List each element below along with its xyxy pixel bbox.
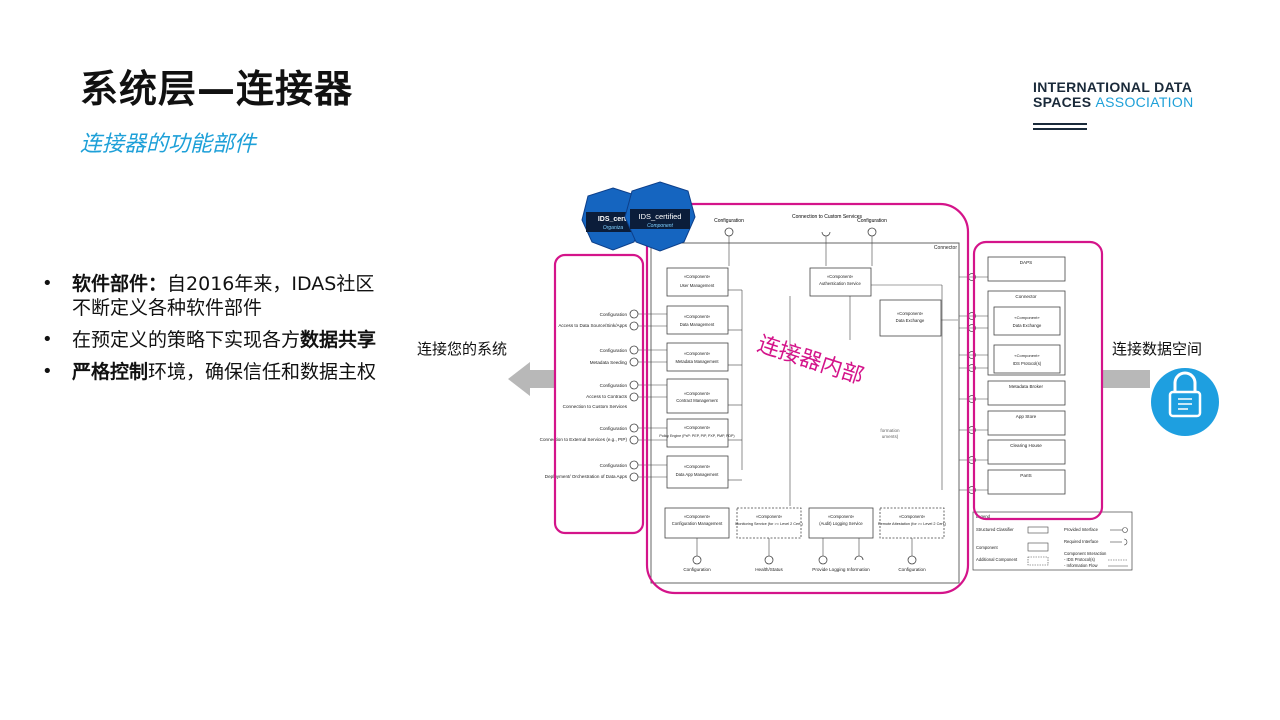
svg-text:«Component»: «Component»: [1014, 353, 1040, 358]
bullet-item: 软件部件：自2016年来，IDAS社区不断定义各种软件部件: [40, 272, 380, 320]
svg-text:- IDS Protocol(s): - IDS Protocol(s): [1064, 557, 1096, 562]
svg-text:«Component»: «Component»: [756, 514, 783, 519]
component-clearing-house: Clearing House: [1010, 443, 1042, 448]
svg-text:Metadata Seeding: Metadata Seeding: [590, 360, 628, 365]
svg-text:Connection to Custom Services: Connection to Custom Services: [563, 404, 628, 409]
svg-text:Structured Classifier: Structured Classifier: [976, 527, 1014, 532]
left-label: 连接您的系统: [417, 340, 508, 358]
svg-text:uments): uments): [882, 434, 899, 439]
svg-text:IDS_certi: IDS_certi: [598, 216, 628, 223]
component-metadata-management: Metadata Management: [675, 359, 719, 364]
right-label: 连接数据空间: [1112, 340, 1203, 358]
component-app-store: App Store: [1016, 414, 1037, 419]
component-data-exchange: Data Exchange: [896, 318, 925, 323]
svg-text:Configuration: Configuration: [600, 383, 628, 388]
svg-text:- Information Flow: - Information Flow: [1064, 563, 1098, 568]
highlight-system-interfaces: [553, 253, 645, 535]
logo-association: ASSOCIATION: [1095, 94, 1194, 110]
component-ids-protocols: IDS Protocol(s): [1013, 361, 1042, 366]
top-label: Configuration: [714, 218, 744, 224]
highlight-connector-internal: [645, 202, 970, 595]
component-daps: DAPS: [1020, 260, 1033, 265]
svg-text:formation: formation: [880, 428, 900, 433]
svg-text:IDS_certified: IDS_certified: [639, 212, 682, 221]
svg-text:Required Interface: Required Interface: [1064, 539, 1099, 544]
top-label: Configuration: [857, 218, 887, 224]
svg-text:Configuration: Configuration: [600, 463, 628, 468]
legend: Legend Structured Classifier Provided In…: [972, 511, 1133, 571]
logo-line-1: INTERNATIONAL DATA: [1033, 79, 1193, 95]
component-contract-management: Contract Management: [676, 398, 718, 403]
svg-text:Access to Contracts: Access to Contracts: [586, 394, 628, 399]
svg-text:«Component»: «Component»: [684, 351, 711, 356]
top-label: Connection to Custom Services: [792, 214, 863, 220]
bullet-list: 软件部件：自2016年来，IDAS社区不断定义各种软件部件 在预定义的策略下实现…: [40, 272, 380, 392]
svg-text:«Component»: «Component»: [684, 464, 711, 469]
svg-text:Configuration: Configuration: [600, 426, 628, 431]
arrow-right-icon: [1102, 370, 1150, 388]
svg-text:Provided Interface: Provided Interface: [1064, 527, 1099, 532]
svg-text:Component Interaction: Component Interaction: [1064, 551, 1107, 556]
svg-text:Legend: Legend: [976, 514, 991, 519]
svg-text:Configuration: Configuration: [683, 567, 711, 572]
slide-subtitle: 连接器的功能部件: [80, 132, 257, 157]
svg-text:«Component»: «Component»: [684, 514, 711, 519]
component-data-management: Data Management: [680, 322, 715, 327]
component-data-app-management: Data App Management: [676, 472, 720, 477]
svg-text:«Component»: «Component»: [827, 274, 854, 279]
svg-text:Access to Data Source/Sink/App: Access to Data Source/Sink/Apps: [558, 323, 627, 328]
svg-text:«Component»: «Component»: [897, 311, 924, 316]
bullet-item: 严格控制环境，确保信任和数据主权: [40, 360, 380, 384]
logo-line-2: SPACES ASSOCIATION: [1033, 94, 1194, 110]
component-data-exchange-remote: Data Exchange: [1013, 323, 1042, 328]
component-authentication-service: Authentication Service: [819, 281, 861, 286]
svg-text:Additional Component: Additional Component: [976, 557, 1018, 562]
svg-text:Configuration: Configuration: [898, 567, 926, 572]
svg-text:«Component»: «Component»: [1014, 315, 1040, 320]
arrow-left-icon: [508, 362, 554, 396]
ids-logo: INTERNATIONAL DATA SPACES ASSOCIATION: [1033, 80, 1193, 110]
svg-text:Component: Component: [647, 223, 673, 229]
highlight-data-space: [972, 240, 1104, 521]
svg-text:Connection to External Service: Connection to External Services (e.g., P…: [540, 437, 628, 442]
lock-data-icon: [1151, 368, 1219, 436]
component-configuration-management: Configuration Management: [672, 521, 723, 526]
component-monitoring-service: Monitoring Service (for >= Level 2 Cert.…: [735, 522, 803, 526]
svg-text:«Component»: «Component»: [828, 514, 855, 519]
component-policy-engine: Policy Engine (PxP: PEP, PIP, PXP, PMP, …: [659, 434, 734, 438]
component-user-management: User Management: [680, 283, 715, 288]
svg-text:«Component»: «Component»: [684, 425, 711, 430]
svg-text:Configuration: Configuration: [600, 348, 628, 353]
svg-text:Provide Logging Information: Provide Logging Information: [812, 567, 870, 572]
svg-text:Deployment/ Orchestration of D: Deployment/ Orchestration of Data Apps: [545, 474, 628, 479]
component-remote-attestation: Remote Attestation (for >= Level 2 Cert.…: [878, 522, 947, 526]
svg-text:Configuration: Configuration: [600, 312, 628, 317]
logo-lines: [1033, 123, 1087, 133]
svg-text:«Component»: «Component»: [899, 514, 926, 519]
certified-badge-icon: IDS_certified Component: [624, 181, 696, 252]
component-connector: Connector: [1015, 294, 1037, 299]
component-logging-service: (Audit) Logging Service: [819, 521, 863, 526]
component-metadata-broker: Metadata Broker: [1009, 384, 1043, 389]
svg-text:«Component»: «Component»: [684, 274, 711, 279]
svg-text:Health/Status: Health/Status: [755, 567, 783, 572]
slide-title: 系统层—连接器: [80, 67, 354, 111]
svg-text:«Component»: «Component»: [684, 314, 711, 319]
component-paris: ParIS: [1020, 473, 1032, 478]
svg-text:Component: Component: [976, 545, 998, 550]
connector-frame-title: Connector: [934, 245, 957, 251]
bullet-item: 在预定义的策略下实现各方数据共享: [40, 328, 380, 352]
svg-text:«Component»: «Component»: [684, 391, 711, 396]
svg-text:Organiza: Organiza: [603, 225, 624, 231]
